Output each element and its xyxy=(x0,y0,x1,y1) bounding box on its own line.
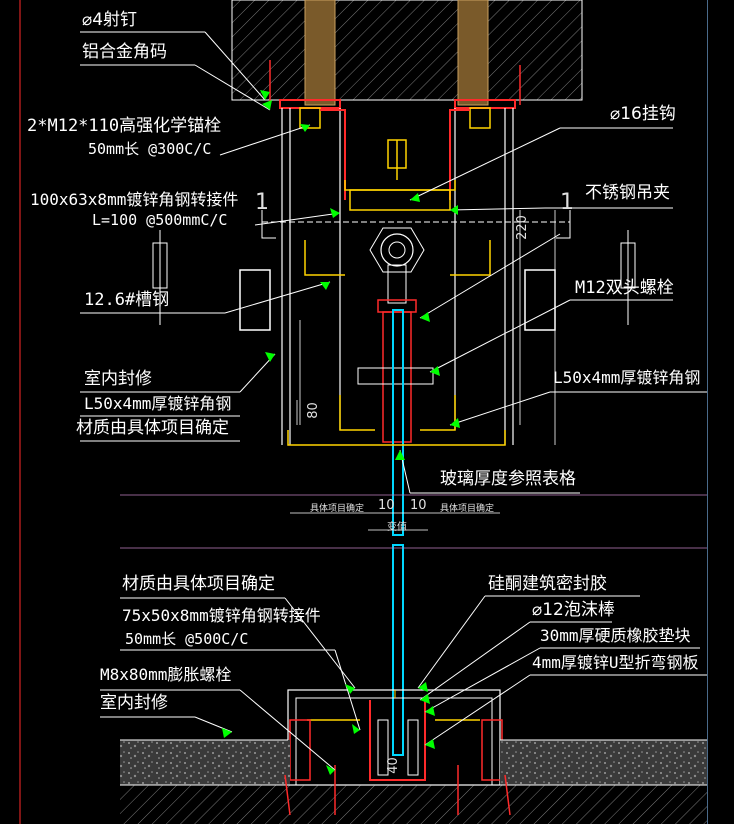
vertical-posts xyxy=(281,108,514,445)
label-angle-steel-left: L50x4mm厚镀锌角钢 xyxy=(84,394,232,413)
title-block-panel xyxy=(707,0,734,824)
label-material-bottom: 材质由具体项目确定 xyxy=(122,574,275,594)
green-arrows xyxy=(222,90,460,775)
label-u-plate: 4mm厚镀锌U型折弯钢板 xyxy=(532,653,699,672)
label-material-top: 材质由具体项目确定 xyxy=(76,418,229,438)
label-interior-finish-top: 室内封修 xyxy=(84,369,152,389)
channel-steel xyxy=(239,240,556,331)
section-mark-right: 1 xyxy=(560,190,574,215)
label-foam-rod: ⌀12泡沫棒 xyxy=(532,600,615,620)
hanger-bracket xyxy=(344,139,456,211)
glass-pane xyxy=(392,309,404,756)
section-mark-left: 1 xyxy=(255,190,269,215)
dimension-lines xyxy=(296,210,556,445)
section-line xyxy=(261,210,571,239)
label-ss-clamp: 不锈钢吊夹 xyxy=(585,183,670,203)
label-shedding-nail: ⌀4射钉 xyxy=(82,10,138,30)
label-angle-steel-right: L50x4mm厚镀锌角钢 xyxy=(553,368,701,387)
anchor-bolts xyxy=(269,60,521,105)
label-al-angle: 铝合金角码 xyxy=(82,42,167,62)
embedded-plates xyxy=(279,99,516,129)
floor-slab xyxy=(120,739,707,824)
label-anchor-bolt-2: 50mm长 @300C/C xyxy=(88,140,212,158)
label-hook: ⌀16挂钩 xyxy=(610,104,676,124)
dim-80: 80 xyxy=(305,402,321,419)
concrete-slab-top xyxy=(231,0,583,106)
label-silicone: 硅酮建筑密封胶 xyxy=(488,574,607,594)
dim-glass-var: 变值 xyxy=(387,522,407,533)
label-glass-thickness: 玻璃厚度参照表格 xyxy=(440,469,576,489)
label-expansion-bolt: M8x80mm膨胀螺栓 xyxy=(100,665,232,684)
leader-lines xyxy=(80,31,707,771)
label-m12-stud: M12双头螺栓 xyxy=(575,278,674,298)
label-channel: 12.6#槽钢 xyxy=(84,290,170,310)
dim-project-left: 具体项目确定 xyxy=(310,504,365,514)
clamp-plates xyxy=(357,299,434,443)
mid-dimension xyxy=(120,494,707,549)
label-rubber-block: 30mm厚硬质橡胶垫块 xyxy=(540,626,691,645)
label-anchor-bolt-1: 2*M12*110高强化学锚栓 xyxy=(27,116,222,136)
dim-10a: 10 xyxy=(378,498,395,513)
label-angle-conn-b2: 50mm长 @500C/C xyxy=(125,630,249,648)
label-angle-conn-b1: 75x50x8mm镀锌角钢转接件 xyxy=(122,606,321,625)
expansion-bolts xyxy=(284,765,511,816)
label-angle-conn-2: L=100 @500mmC/C xyxy=(92,211,228,229)
dim-40: 40 xyxy=(385,757,401,774)
label-interior-finish-bottom: 室内封修 xyxy=(100,693,168,713)
hook-clamp xyxy=(369,227,425,304)
l50-angles xyxy=(287,395,506,446)
label-angle-conn-1: 100x63x8mm镀锌角钢转接件 xyxy=(30,190,239,209)
hanger-rods xyxy=(152,230,636,325)
angle-connectors xyxy=(320,109,470,200)
dim-220: 220 xyxy=(514,215,530,240)
dim-10b: 10 xyxy=(410,498,427,513)
dim-project-right: 具体项目确定 xyxy=(440,504,495,514)
